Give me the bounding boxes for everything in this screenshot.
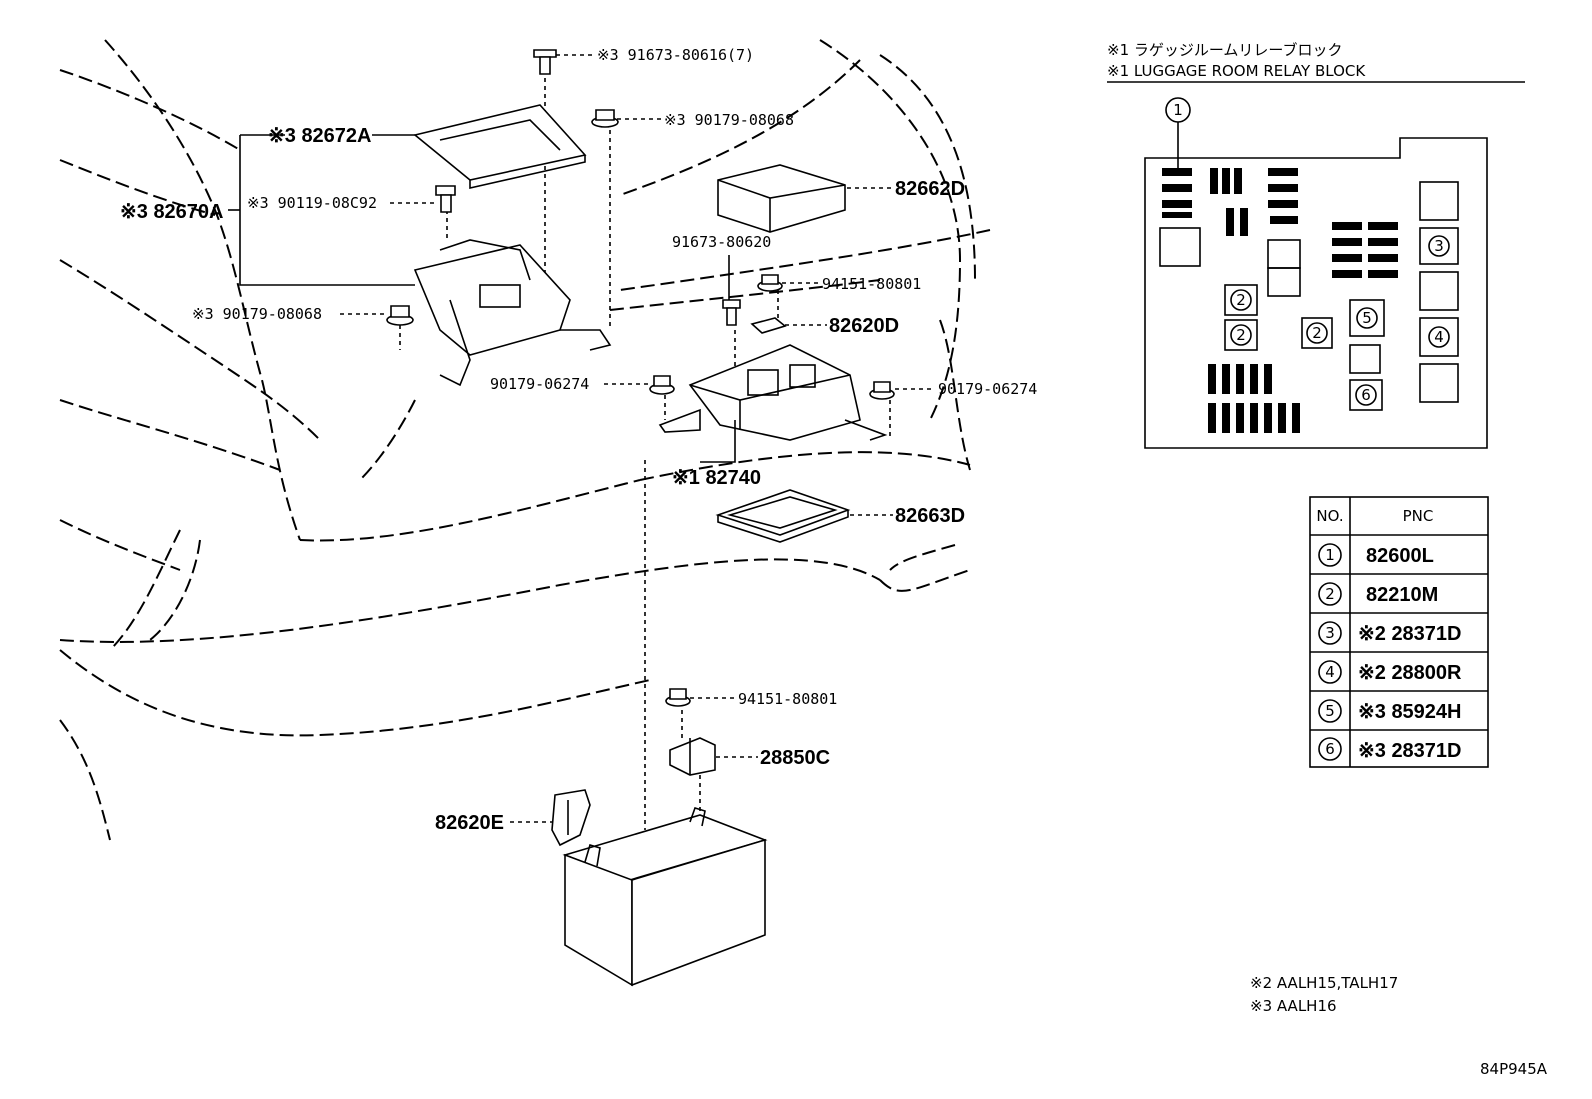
- marker-6: 6: [1361, 386, 1371, 404]
- cover-82672A: [413, 104, 587, 190]
- pnc-row-pnc: ※2 28800R: [1358, 662, 1462, 684]
- battery: [562, 807, 768, 987]
- callout-90179-08068-upper: ※3 90179-08068: [664, 111, 794, 129]
- callout-90179-08068-lower: ※3 90179-08068: [192, 305, 322, 323]
- marker-2c: 2: [1312, 324, 1322, 342]
- pnc-row-no: 1: [1325, 546, 1335, 564]
- callout-90119-08C92: ※3 90119-08C92: [247, 194, 377, 212]
- footnote-2: ※2 AALH15,TALH17: [1250, 974, 1398, 992]
- bracket-82670A: [413, 239, 612, 387]
- marker-2b: 2: [1236, 326, 1246, 344]
- callout-82670A: ※3 82670A: [120, 201, 224, 223]
- pnc-row-pnc: ※2 28371D: [1358, 623, 1462, 645]
- terminal-82620D: [750, 317, 787, 334]
- callout-94151-80801-lower: 94151-80801: [738, 690, 837, 708]
- relay-block-82740: [658, 344, 888, 441]
- bolt-90119-08C92: [435, 185, 456, 213]
- callout-82620D: 82620D: [829, 315, 899, 337]
- marker-4: 4: [1434, 328, 1444, 346]
- pnc-row-pnc: ※3 28371D: [1358, 740, 1462, 762]
- marker-2a: 2: [1236, 291, 1246, 309]
- pnc-row-pnc: 82600L: [1366, 545, 1434, 567]
- clamp-28850C: [669, 737, 716, 776]
- callout-90179-06274-right: 90179-06274: [938, 380, 1037, 398]
- pnc-row-no: 6: [1325, 740, 1335, 758]
- callout-82740: ※1 82740: [672, 467, 761, 489]
- pnc-row-no: 2: [1325, 585, 1335, 603]
- pnc-row-pnc: ※3 85924H: [1358, 701, 1462, 723]
- callout-91673-80616: ※3 91673-80616(7): [597, 46, 754, 64]
- callout-82620E: 82620E: [435, 812, 504, 834]
- cover-82662D: [717, 164, 846, 233]
- bolt-91673-80616: [533, 49, 557, 75]
- nut-90179-08068-lower: [386, 305, 414, 326]
- marker-5: 5: [1362, 309, 1372, 327]
- bolt-91673-80620: [722, 299, 741, 326]
- callout-94151-80801-upper: 94151-80801: [822, 275, 921, 293]
- relay-block-title-en: ※1 LUGGAGE ROOM RELAY BLOCK: [1107, 62, 1366, 80]
- pnc-row-pnc: 82210M: [1366, 584, 1438, 606]
- nut-94151-80801-lower: [665, 688, 691, 707]
- marker-1: 1: [1173, 101, 1183, 119]
- nut-90179-08068-upper: [591, 109, 619, 128]
- pnc-header-no: NO.: [1316, 507, 1343, 525]
- callout-91673-80620: 91673-80620: [672, 233, 771, 251]
- nut-90179-06274-right: [869, 381, 895, 400]
- bracket-82620E: [551, 789, 591, 847]
- footnote-3: ※3 AALH16: [1250, 997, 1337, 1015]
- figure-id: 84P945A: [1480, 1060, 1548, 1078]
- nut-90179-06274-left: [649, 375, 675, 395]
- pnc-row-no: 5: [1325, 702, 1335, 720]
- callout-leaders: [228, 54, 935, 823]
- callout-28850C: 28850C: [760, 747, 830, 769]
- relay-block-detail: ※1 ラゲッジルームリレーブロック ※1 LUGGAGE ROOM RELAY …: [1107, 41, 1525, 449]
- pnc-table: NO. PNC 1 82600L 2 82210M 3 ※2 28371D 4 …: [1309, 496, 1489, 768]
- nut-94151-80801-upper: [757, 274, 783, 292]
- pnc-row-no: 4: [1325, 663, 1335, 681]
- pnc-header-pnc: PNC: [1403, 507, 1434, 525]
- marker-3: 3: [1434, 237, 1444, 255]
- relay-block-title-jp: ※1 ラゲッジルームリレーブロック: [1107, 41, 1343, 59]
- tray-82663D: [715, 489, 851, 543]
- callout-82672A: ※3 82672A: [268, 125, 372, 147]
- callout-82662D: 82662D: [895, 178, 965, 200]
- callout-82663D: 82663D: [895, 505, 965, 527]
- vehicle-body-outline: [59, 39, 991, 841]
- callout-90179-06274-left: 90179-06274: [490, 375, 589, 393]
- pnc-row-no: 3: [1325, 624, 1335, 642]
